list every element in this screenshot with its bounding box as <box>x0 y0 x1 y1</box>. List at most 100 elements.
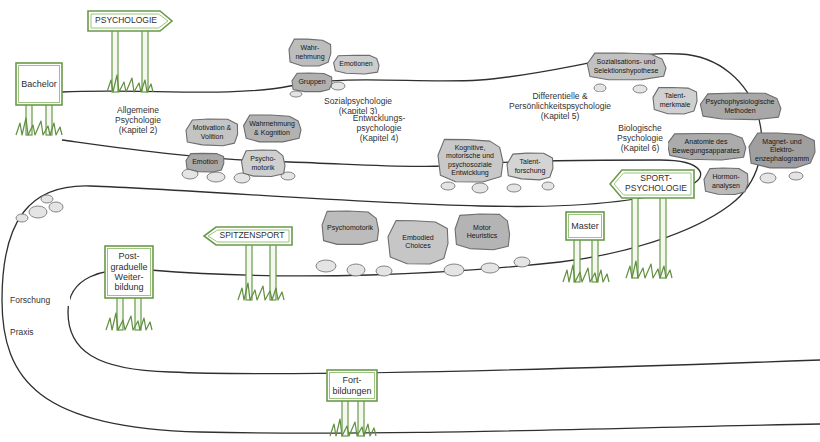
pebble <box>444 264 464 276</box>
node-text-group: Wahr-nehmung <box>295 44 325 60</box>
node-text-group: Magnet- und Elektro-enzephalogramm <box>755 138 809 162</box>
node-text-group: SPITZENSPORT <box>219 231 284 241</box>
rock-label: Emotionen <box>339 60 372 68</box>
node-text-group: Bachelor <box>21 79 57 89</box>
rock: Anatomie des Bewegungsapparates <box>665 132 747 161</box>
sign-post <box>660 190 666 278</box>
rock-label: Psychomotorik <box>327 224 373 232</box>
grass-tuft <box>238 283 284 300</box>
grass-tuft <box>16 118 62 135</box>
sign-board-inner-outline <box>330 373 375 399</box>
node-text-group: Motivation & Volition <box>192 124 232 140</box>
grass-tuft <box>106 313 152 330</box>
node-text-group: Emotion <box>192 158 218 166</box>
rock-shape <box>455 214 510 250</box>
rock-shape <box>289 39 331 66</box>
pebble <box>481 263 499 273</box>
rock-label: Hormon-analysen <box>710 173 742 189</box>
arrow-sign: SPORT-PSYCHOLOGIE <box>609 169 695 199</box>
rock: Hormon-analysen <box>703 167 749 196</box>
rock: Embodied Choices <box>387 219 449 265</box>
arrow-sign-outline <box>204 227 292 245</box>
sign-board-outline <box>566 212 604 240</box>
node-text-group: Emotionen <box>339 60 372 68</box>
pebble <box>514 257 530 267</box>
rock-shape <box>667 134 745 161</box>
node-text-group: Hormon-analysen <box>710 173 742 189</box>
rock: Magnet- und Elektro-enzephalogramm <box>748 132 816 169</box>
rock-label: Psychophysiologische Methoden <box>705 98 775 114</box>
sign-board: Fort-bildungen <box>326 369 378 402</box>
road-edge <box>62 54 820 374</box>
rock-shape <box>507 153 553 180</box>
sign-label: Bachelor <box>21 79 57 89</box>
rock-shape <box>438 139 503 182</box>
sign-label: PSYCHOLOGIE <box>95 16 157 26</box>
grass-tuft <box>563 265 609 282</box>
road-label: Forschung <box>10 296 70 306</box>
rock: Wahr-nehmung <box>288 38 332 67</box>
pebble <box>472 183 488 193</box>
road-label: Praxis <box>10 328 60 338</box>
rock-label: Emotion <box>192 158 218 166</box>
rock: Talent-merkmale <box>652 86 698 115</box>
node-text-group: Talent-forschung <box>513 158 547 174</box>
node-text-group: Wahrnehmung & Kognition <box>249 120 295 136</box>
pebble <box>16 214 28 222</box>
rock: Psycho-motorik <box>240 149 286 178</box>
rock-label: Motivation & Volition <box>192 124 232 140</box>
rock-label: Gruppen <box>298 78 325 86</box>
sign-board-outline <box>105 246 153 298</box>
rock-label: Kognitive, motorische und psychosoziale … <box>443 144 497 176</box>
rock-label: Magnet- und Elektro-enzephalogramm <box>755 138 809 162</box>
sign-board-outline <box>327 370 377 401</box>
rock: Psychophysiologische Methoden <box>698 92 782 121</box>
pebble <box>441 182 455 190</box>
rock: Wahrnehmung & Kognition <box>242 114 302 143</box>
pebble <box>507 184 521 192</box>
rock-label: Psycho-motorik <box>247 155 279 171</box>
sign-posts <box>26 24 666 436</box>
pebble <box>290 91 302 97</box>
pebble <box>542 182 554 190</box>
node-text-group: Psychophysiologische Methoden <box>705 98 775 114</box>
rock-label: Talent-merkmale <box>659 92 691 108</box>
rock-shape <box>186 153 224 172</box>
pebble <box>376 266 392 276</box>
rock: Sozialisations- und Selektionshypothese <box>585 52 667 81</box>
node-text-group: Psycho-motorik <box>247 155 279 171</box>
rock: Gruppen <box>291 72 333 93</box>
node-text-group: Sozialisations- und Selektionshypothese <box>592 58 660 74</box>
road-label: Entwicklungs-psychologie (Kapitel 4) <box>344 114 414 143</box>
rock-shape <box>242 150 286 177</box>
pebble <box>347 264 365 276</box>
pebble <box>633 85 647 93</box>
pebble <box>789 172 803 180</box>
sign-label: SPITZENSPORT <box>219 231 284 241</box>
node-text-group: Psychomotorik <box>327 224 373 232</box>
rock-shape <box>388 221 448 265</box>
road-label: Allgemeine Psychologie (Kapitel 2) <box>104 106 172 135</box>
rock-label: Embodied Choices <box>396 234 440 250</box>
node-text-group: Anatomie des Bewegungsapparates <box>672 138 740 154</box>
sign-board: Master <box>565 211 605 241</box>
rock-label: Wahrnehmung & Kognition <box>249 120 295 136</box>
node-text-group: PSYCHOLOGIE <box>95 16 157 26</box>
rock: Talent-forschung <box>506 152 554 181</box>
rock-shape <box>292 73 332 92</box>
rock: Emotionen <box>332 54 380 75</box>
node-text-group: Kognitive, motorische und psychosoziale … <box>443 144 497 176</box>
node-text-group: Post-graduelle Weiter-bildung <box>110 251 148 292</box>
pebble <box>29 206 47 218</box>
sign-board: Bachelor <box>15 62 63 106</box>
sign-label: SPORT-PSYCHOLOGIE <box>625 174 687 194</box>
rock-shape <box>704 168 748 195</box>
pebble <box>760 173 776 183</box>
rock: Motivation & Volition <box>185 118 239 147</box>
sign-board-inner-outline <box>569 215 602 238</box>
rock-shape <box>749 133 815 168</box>
pebble <box>207 172 225 182</box>
rock-label: Wahr-nehmung <box>295 44 325 60</box>
sign-board-inner-outline <box>108 249 151 296</box>
sign-board: Post-graduelle Weiter-bildung <box>104 245 154 299</box>
